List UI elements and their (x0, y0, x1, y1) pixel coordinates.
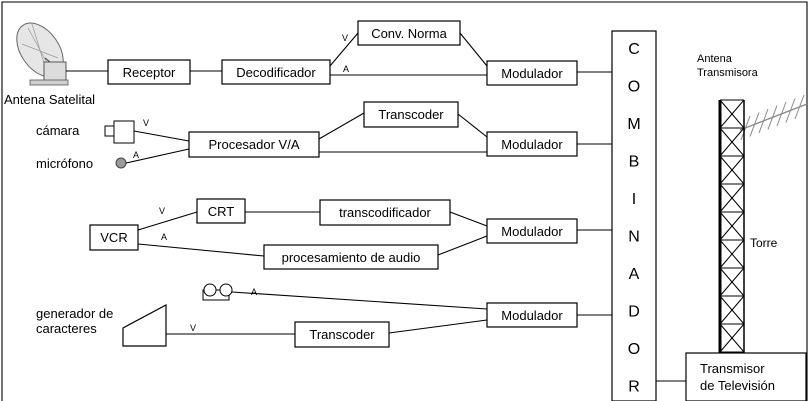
signal-audio-label: A (251, 287, 257, 297)
crt-box (196, 198, 246, 224)
tower-antenna-label-2: Transmisora (697, 67, 759, 79)
microphone-label: micrófono (36, 156, 93, 171)
wire-decoder-convnorma (329, 32, 359, 67)
transmitter-label-1: Transmisor (700, 361, 765, 376)
combinador-letter: C (628, 41, 640, 58)
camera-icon (104, 120, 135, 144)
wire-audio-modulator (437, 235, 488, 256)
transmitter-label-2: de Televisión (700, 378, 775, 393)
signal-video-label: V (159, 206, 165, 216)
modulador-box-3 (486, 218, 578, 244)
combinador-letter: O (628, 341, 640, 358)
wire-camera-processor (133, 130, 190, 142)
camera-label: cámara (36, 123, 80, 138)
transcodificador-box (319, 199, 451, 226)
wire-convnorma-modulator (459, 32, 488, 67)
conv-norma-box (357, 20, 461, 46)
decodificador-label: Decodificador (236, 65, 316, 80)
signal-audio-label: A (161, 232, 167, 242)
transcoder-box-2 (294, 321, 390, 348)
satellite-dish-icon (16, 22, 69, 86)
tower-icon (718, 99, 745, 354)
conv-norma-label: Conv. Norma (371, 26, 447, 41)
tower-label: Torre (750, 236, 778, 250)
wire-transcoder-modulator (457, 113, 488, 138)
combinador-letter: A (629, 266, 640, 283)
proc-audio-label: procesamiento de audio (282, 250, 421, 265)
proc-audio-box (263, 244, 439, 270)
microphone-icon (115, 157, 127, 169)
wire-processor-transcoder (318, 112, 365, 140)
vcr-box (89, 224, 139, 251)
modulador-label-4: Modulador (501, 308, 563, 323)
signal-audio-label: A (133, 150, 139, 160)
combinador-label: C O M B I N A D O R (627, 41, 640, 396)
combinador-letter: D (628, 304, 640, 321)
combinador-letter: B (629, 154, 640, 171)
combinador-letter: R (628, 379, 640, 396)
wire-transcoder2-modulator (388, 319, 488, 334)
wire-audio-modulator-4 (231, 291, 488, 310)
transcodificador-label: transcodificador (339, 205, 431, 220)
modulador-box-2 (486, 131, 578, 157)
crt-label: CRT (208, 204, 235, 219)
procesador-label: Procesador V/A (208, 137, 299, 152)
vcr-label: VCR (100, 230, 127, 245)
character-generator-icon (122, 303, 167, 347)
wire-vcr-audio (137, 243, 265, 257)
receptor-box (107, 59, 191, 85)
transmitting-antenna-icon (739, 94, 808, 141)
transcoder-box-1 (363, 101, 459, 128)
combinador-box (611, 30, 657, 401)
modulador-label-2: Modulador (501, 137, 563, 152)
combinador-letter: I (632, 191, 636, 208)
receptor-label: Receptor (123, 65, 176, 80)
signal-video-label: V (342, 33, 348, 43)
wire-transcodificador-modulator (449, 211, 488, 227)
signal-video-label: V (143, 118, 149, 128)
tape-reels-icon (202, 283, 233, 301)
tower-antenna-label-1: Antena (697, 53, 733, 65)
combinador-letter: M (627, 116, 640, 133)
modulador-box-4 (486, 302, 578, 328)
char-gen-label-2: caracteres (36, 321, 97, 336)
decodificador-box (221, 59, 331, 85)
antenna-label: Antena Satelital (4, 92, 95, 107)
combinador-letter: O (628, 79, 640, 96)
char-gen-label-1: generador de (36, 306, 113, 321)
modulador-label-3: Modulador (501, 224, 563, 239)
modulador-box-1 (486, 60, 578, 86)
transmitter-box (685, 352, 807, 401)
wire-vcr-crt (137, 211, 198, 231)
signal-audio-label: A (343, 64, 349, 74)
modulador-label-1: Modulador (501, 66, 563, 81)
transcoder-label-2: Transcoder (309, 327, 375, 342)
wire-mic-processor (125, 148, 190, 164)
combinador-letter: N (628, 229, 640, 246)
transcoder-label-1: Transcoder (378, 107, 444, 122)
signal-video-label: V (190, 323, 196, 333)
procesador-box (188, 131, 320, 158)
